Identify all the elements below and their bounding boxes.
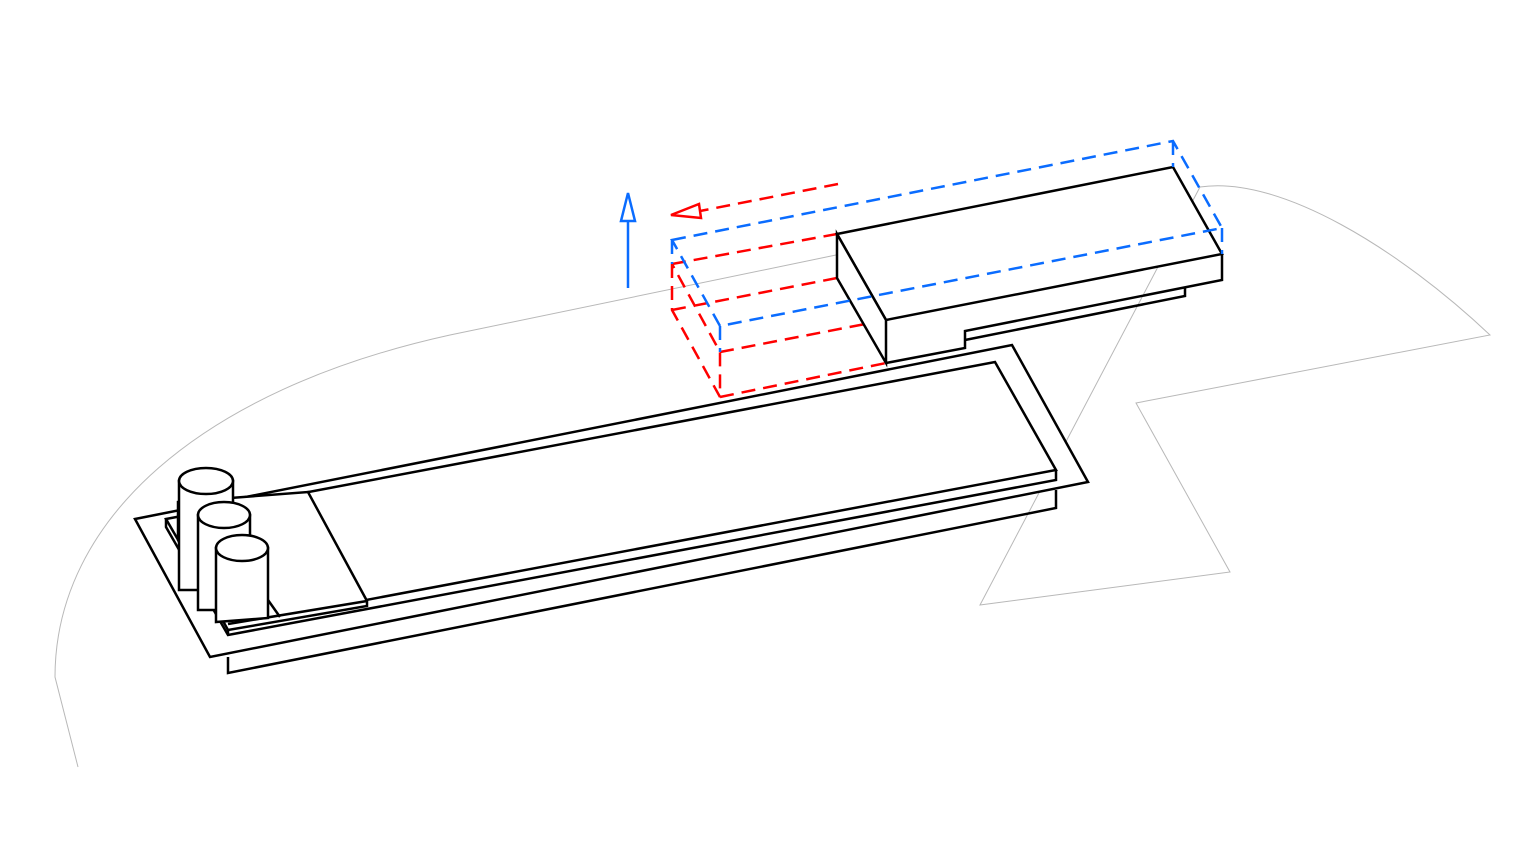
arrow-left-icon [670, 182, 839, 220]
arrow-up-icon [619, 192, 637, 288]
surface-outline [54, 185, 1492, 768]
capacitor-3 [214, 533, 282, 624]
tray [133, 343, 1090, 675]
lift-ghost-outline [670, 139, 1224, 352]
